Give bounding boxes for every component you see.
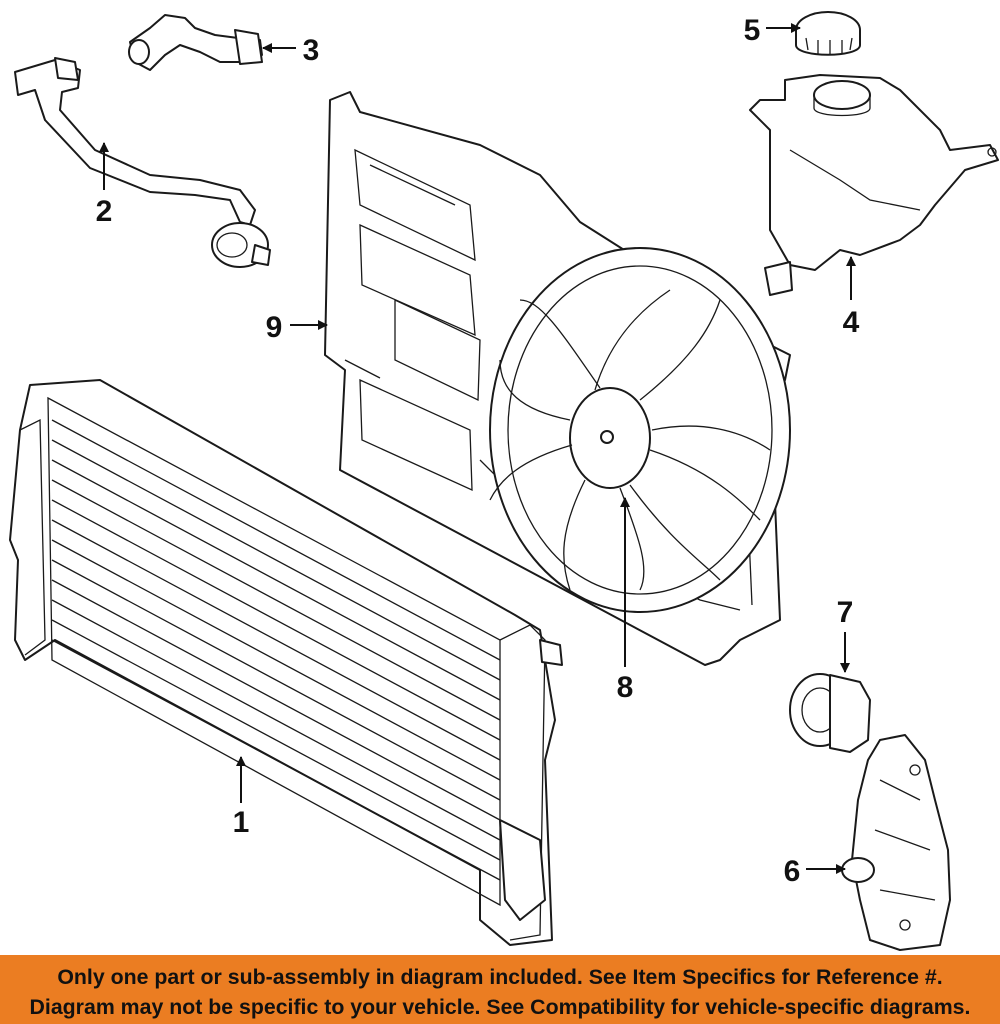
callout-7: 7 <box>837 596 854 629</box>
callout-arrows <box>99 23 856 874</box>
radiator-part <box>9 379 563 946</box>
callout-5: 5 <box>744 14 761 47</box>
upper-hose-part <box>128 14 263 71</box>
callout-2: 2 <box>96 195 113 228</box>
disclaimer-line-2: Diagram may not be specific to your vehi… <box>29 995 971 1019</box>
lower-hose-part <box>14 57 271 268</box>
disclaimer-line-1: Only one part or sub-assembly in diagram… <box>57 965 943 989</box>
radiator-core-fins <box>51 419 501 881</box>
water-pump-part <box>789 673 871 753</box>
callout-labels: 1 2 3 4 5 6 7 8 9 <box>96 14 860 888</box>
callout-3: 3 <box>303 34 320 67</box>
cooling-system-diagram: 1 2 3 4 5 6 7 8 9 <box>9 11 999 951</box>
callout-4: 4 <box>843 306 860 339</box>
fan-assembly-part <box>489 247 791 613</box>
disclaimer-banner: Only one part or sub-assembly in diagram… <box>0 955 1000 1024</box>
expansion-tank-part <box>749 74 999 296</box>
callout-1: 1 <box>233 806 250 839</box>
callout-8: 8 <box>617 671 634 704</box>
callout-9: 9 <box>266 311 283 344</box>
reservoir-cap-part <box>795 11 861 56</box>
thermostat-housing-part <box>841 734 951 951</box>
callout-6: 6 <box>784 855 801 888</box>
